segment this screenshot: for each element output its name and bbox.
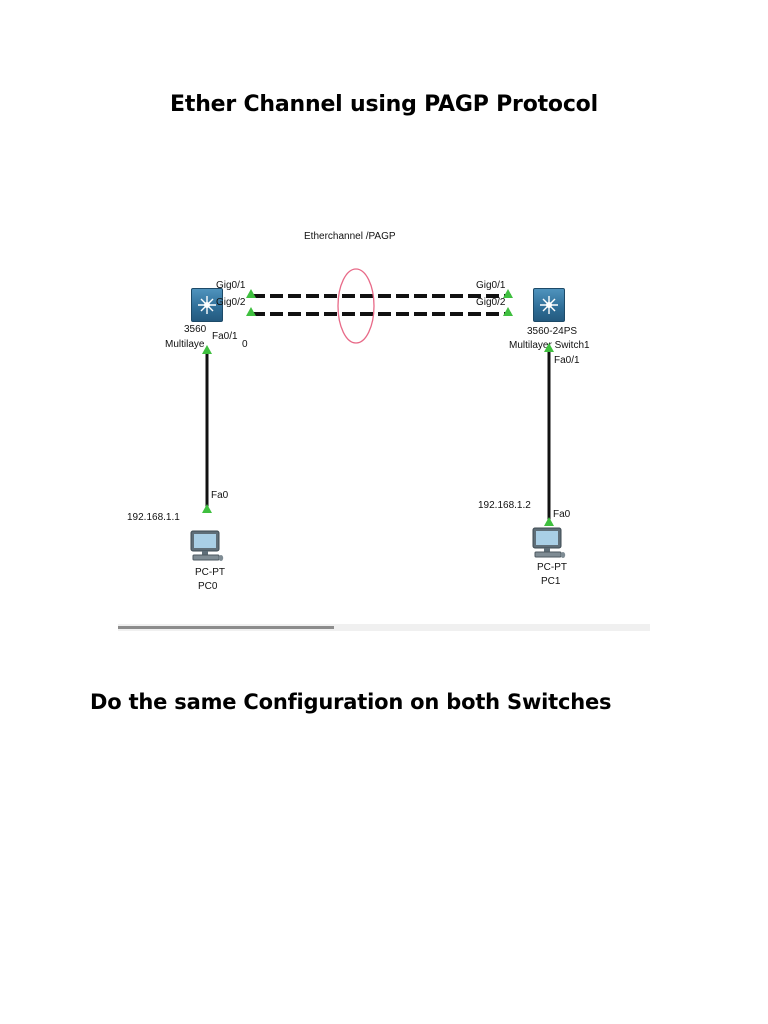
switch0-port-gig0-2: Gig0/2: [216, 297, 246, 308]
switch0-port-fa0-1: Fa0/1: [212, 331, 238, 342]
switch1-model-label: 3560-24PS: [527, 326, 578, 337]
document-subtitle: Do the same Configuration on both Switch…: [90, 690, 612, 714]
etherchannel-annotation: Etherchannel /PAGP: [304, 231, 396, 242]
switch1-port-gig0-2: Gig0/2: [476, 297, 506, 308]
link-status-up-icon: [246, 289, 256, 298]
pc0-port-fa0: Fa0: [211, 490, 229, 501]
switch0-model-label: 3560: [184, 324, 207, 335]
pc1[interactable]: [530, 527, 566, 561]
etherchannel-ring: [337, 268, 375, 344]
pc1-ip-label: 192.168.1.2: [478, 500, 531, 511]
switch-arrows-icon: [540, 296, 558, 314]
desktop-computer-icon: [532, 527, 566, 558]
switch0-name-label-part1: Multilaye: [165, 339, 205, 350]
pc0[interactable]: [188, 530, 224, 564]
horizontal-scrollbar[interactable]: [118, 624, 650, 631]
switch0-name-label-part2: 0: [242, 339, 248, 350]
link-status-up-icon: [202, 345, 212, 354]
pc1-type-label: PC-PT: [537, 562, 567, 573]
multilayer-switch0[interactable]: [191, 288, 223, 322]
link-status-up-icon: [202, 504, 212, 513]
switch1-port-fa0-1: Fa0/1: [554, 355, 580, 366]
pc0-ip-label: 192.168.1.1: [127, 512, 180, 523]
switch-arrows-icon: [198, 296, 216, 314]
link-status-up-icon: [503, 289, 513, 298]
network-topology-canvas: Etherchannel /PAGP Gig0/1 Gig0/2 3560 Mu…: [118, 200, 650, 632]
pc1-port-fa0: Fa0: [553, 509, 571, 520]
desktop-computer-icon: [190, 530, 224, 561]
document-title: Ether Channel using PAGP Protocol: [170, 92, 598, 117]
link-status-up-icon: [503, 307, 513, 316]
pc1-name-label: PC1: [541, 576, 561, 587]
cable-layer: [205, 268, 551, 525]
multilayer-switch1[interactable]: [533, 288, 565, 322]
link-status-up-icon: [544, 517, 554, 526]
link-status-up-icon: [544, 343, 554, 352]
switch0-port-gig0-1: Gig0/1: [216, 280, 246, 291]
switch1-port-gig0-1: Gig0/1: [476, 280, 506, 291]
link-status-up-icon: [246, 307, 256, 316]
pc0-name-label: PC0: [198, 581, 218, 592]
pc0-type-label: PC-PT: [195, 567, 225, 578]
horizontal-scrollbar-thumb[interactable]: [118, 626, 334, 629]
